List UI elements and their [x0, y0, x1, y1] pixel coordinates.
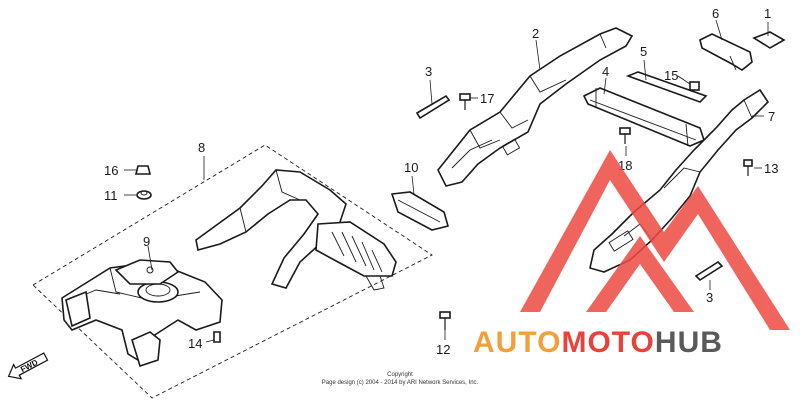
part-8-group-outline [32, 144, 433, 399]
callout-16: 16 [104, 163, 118, 178]
copyright-line-1: Copyright [387, 372, 413, 378]
copyright-line-2: Page design (c) 2004 - 2014 by ARI Netwo… [322, 380, 479, 386]
pad-part-1 [752, 31, 786, 49]
callout-2: 2 [532, 26, 539, 41]
bolt-part-15 [689, 81, 700, 91]
callout-15: 15 [664, 68, 678, 83]
callout-3-left: 3 [425, 64, 432, 79]
watermark-auto: AUTOMOTOHUB [473, 326, 723, 359]
bar-part-5 [625, 71, 708, 103]
bracket-part-6 [699, 33, 753, 71]
plate-part-9 [114, 259, 180, 285]
watermark-triangle-logo [520, 150, 790, 330]
callout-10: 10 [404, 160, 418, 175]
callout-14: 14 [188, 336, 202, 351]
bolt-part-13 [743, 159, 753, 176]
callout-4: 4 [602, 64, 609, 79]
forward-arrow: FWD [7, 352, 49, 380]
nut-part-11 [136, 190, 152, 200]
bolt-part-12 [439, 311, 451, 330]
callout-1: 1 [764, 6, 771, 21]
rear-fender-part-8 [32, 144, 433, 399]
strip-part-3-left [415, 94, 451, 120]
bolt-part-18 [619, 127, 631, 144]
callout-12: 12 [436, 342, 450, 357]
callout-labels: 1 2 3 4 5 6 15 17 7 18 13 10 8 9 16 11 1… [104, 6, 778, 357]
automotohub-watermark: AUTOMOTOHUB [473, 150, 790, 359]
callout-3-right: 3 [706, 290, 713, 305]
callout-13: 13 [764, 161, 778, 176]
strip-part-3-right [694, 260, 724, 282]
screw-part-14 [213, 331, 221, 343]
frame-rail-part-2 [437, 27, 634, 187]
leader-lines [124, 19, 769, 343]
arrow-icon [7, 352, 49, 380]
callout-5: 5 [640, 44, 647, 59]
callout-11: 11 [104, 188, 118, 203]
callout-6: 6 [712, 6, 719, 21]
callout-8: 8 [198, 140, 205, 155]
bracket-part-10 [390, 191, 449, 231]
nut-part-16 [134, 165, 152, 175]
frame-rail-part-7 [589, 88, 770, 273]
callout-9: 9 [143, 234, 150, 249]
bolt-part-17 [459, 93, 471, 110]
callout-17: 17 [480, 91, 494, 106]
callout-7: 7 [768, 109, 775, 124]
